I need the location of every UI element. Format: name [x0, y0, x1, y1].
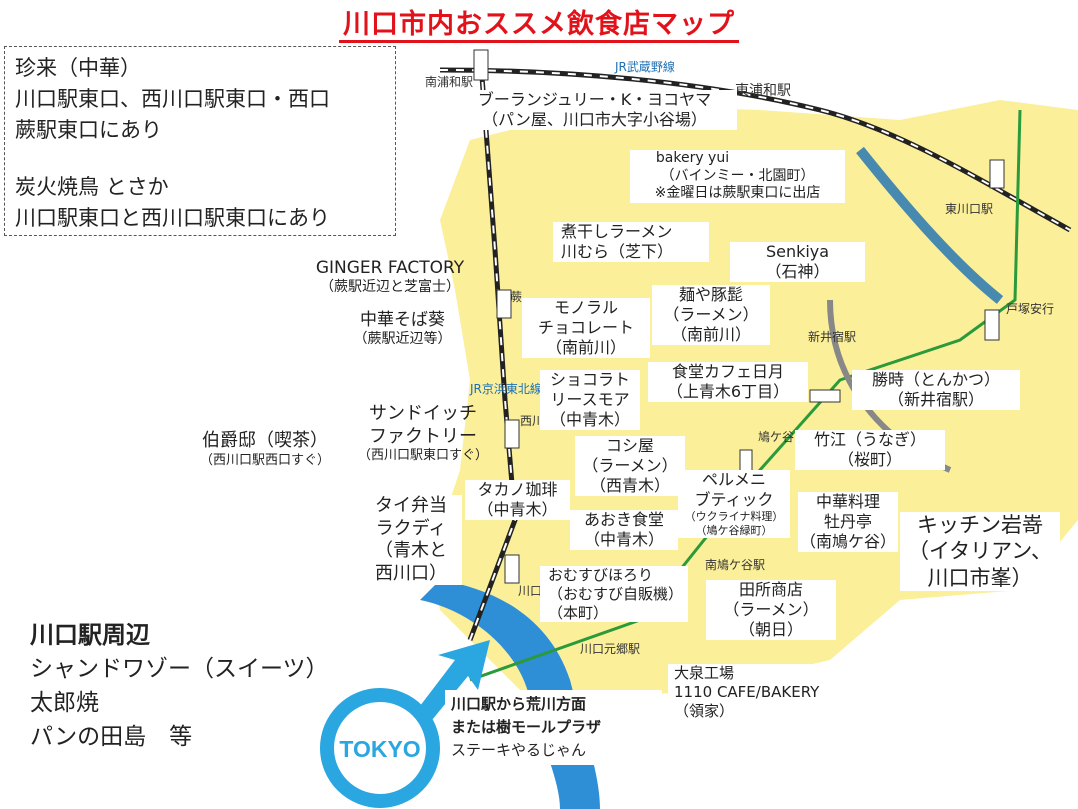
shop-takano-coffee: タカノ珈琲（中青木）: [465, 480, 570, 520]
expressway: [856, 146, 1004, 304]
label-araijuku: 新井宿駅: [808, 330, 857, 344]
shop-monoral-chocolate: モノラルチョコレート（南前川）: [522, 298, 650, 358]
shop-botantei: 中華料理牡丹亭（南鳩ケ谷）: [798, 492, 898, 552]
kawaguchi-item: 太郎焼: [30, 690, 99, 716]
shop-tadokoro-shoten: 田所商店（ラーメン）（朝日）: [706, 580, 836, 640]
label-minami-hatogaya: 南鳩ケ谷駅: [705, 558, 766, 572]
label-jr-musashino: JR武蔵野線: [615, 60, 675, 74]
tokyo-arrow: [420, 640, 490, 720]
note-line: 炭火焼鳥 とさか: [15, 175, 169, 199]
arakawa-line1: 川口駅から荒川方面: [451, 695, 587, 713]
tokyo-circle: [320, 688, 440, 808]
shop-bakery-yui: bakery yui（バインミー・北園町）※金曜日は蕨駅東口に出店: [630, 150, 845, 203]
shop-boulangerie-yokoyama: ブーランジュリー・K・ヨコヤマ（パン屋、川口市大字小谷場）: [452, 90, 737, 130]
label-warabi: 蕨: [510, 290, 523, 304]
shop-pelmeni-boutique: ペルメニブティック（ウクライナ料理）（鳩ケ谷緑町）: [678, 470, 790, 538]
shop-kitchen-iwasaki: キッチン岩嵜（イタリアン、川口市峯）: [900, 512, 1060, 591]
note-line: 川口駅東口と西川口駅東口にあり: [15, 206, 330, 230]
shop-katsutoki: 勝時（とんかつ）（新井宿駅）: [852, 370, 1020, 410]
shop-takee: 竹江（うなぎ）（桜町）: [795, 430, 945, 470]
shop-omusubi-horori: おむすびほろり（おむすび自販機）（本町）: [540, 566, 688, 623]
label-higashi-urawa: 東浦和駅: [735, 83, 791, 99]
arakawa-line3: ステーキやるじゃん: [451, 741, 587, 759]
arakawa-line2: または樹モールプラザ: [451, 718, 602, 736]
label-tozuka: 戸塚安行: [1006, 302, 1055, 316]
shop-aoki-shokudo: あおき食堂（中青木）: [570, 510, 678, 550]
shop-shokudo-cafe-hizuki: 食堂カフェ日月（上青木6丁目）: [648, 362, 808, 402]
shop-sandwich-factory: サンドイッチファクトリー（西川口駅東口すぐ）: [357, 403, 488, 463]
shop-senkiya: Senkiya（石神）: [730, 242, 865, 282]
shop-koshiya: コシ屋（ラーメン）（西青木）: [575, 436, 685, 496]
label-higashi-kawaguchi: 東川口駅: [945, 202, 994, 216]
shop-chukasoba-aoi: 中華そば葵（蕨駅近辺等）: [353, 310, 452, 348]
shop-menya-butahige: 麺や豚髭（ラーメン）（南前川）: [652, 285, 770, 345]
kawaguchi-item: シャンドワゾー（スイーツ）: [30, 656, 329, 682]
label-hatogaya: 鳩ケ谷: [758, 430, 795, 444]
map-title: 川口市内おススメ飲食店マップ: [0, 2, 1078, 43]
shop-chocolatrie-smore: ショコラトリースモア（中青木）: [540, 370, 640, 430]
tokyo-text: TOKYO: [339, 736, 420, 762]
label-kawaguchi-motogo: 川口元郷駅: [580, 642, 641, 656]
shop-ginger-factory: GINGER FACTORY（蕨駅近辺と芝富士）: [315, 258, 465, 296]
shop-thai-bento-rakdi: タイ弁当ラクディ（青木と西川口）: [360, 495, 462, 585]
note-line: 蕨駅東口にあり: [15, 118, 162, 142]
chain-store-note: 珍来（中華） 川口駅東口、西川口駅東口・西口 蕨駅東口にあり 炭火焼鳥 とさか …: [4, 46, 396, 236]
shop-kawamura: 煮干しラーメン川むら（芝下）: [553, 222, 709, 262]
shop-hakushakutei: 伯爵邸（喫茶）（西川口駅西口すぐ）: [199, 430, 330, 468]
note-line: 川口駅東口、西川口駅東口・西口: [15, 87, 330, 111]
label-minami-urawa: 南浦和駅: [425, 75, 474, 89]
label-keihin: JR京浜東北線: [470, 382, 542, 396]
kawaguchi-station-area: 川口駅周辺 シャンドワゾー（スイーツ） 太郎焼 パンの田島 等: [30, 618, 329, 754]
note-line: [15, 146, 385, 172]
note-line: 珍来（中華）: [15, 56, 141, 80]
kawaguchi-heading: 川口駅周辺: [30, 621, 150, 649]
arakawa-direction-box: 川口駅から荒川方面 または樹モールプラザ ステーキやるじゃん: [445, 690, 662, 765]
label-kawaguchi-station: 川口: [518, 584, 543, 598]
kawaguchi-item: パンの田島 等: [30, 724, 193, 750]
